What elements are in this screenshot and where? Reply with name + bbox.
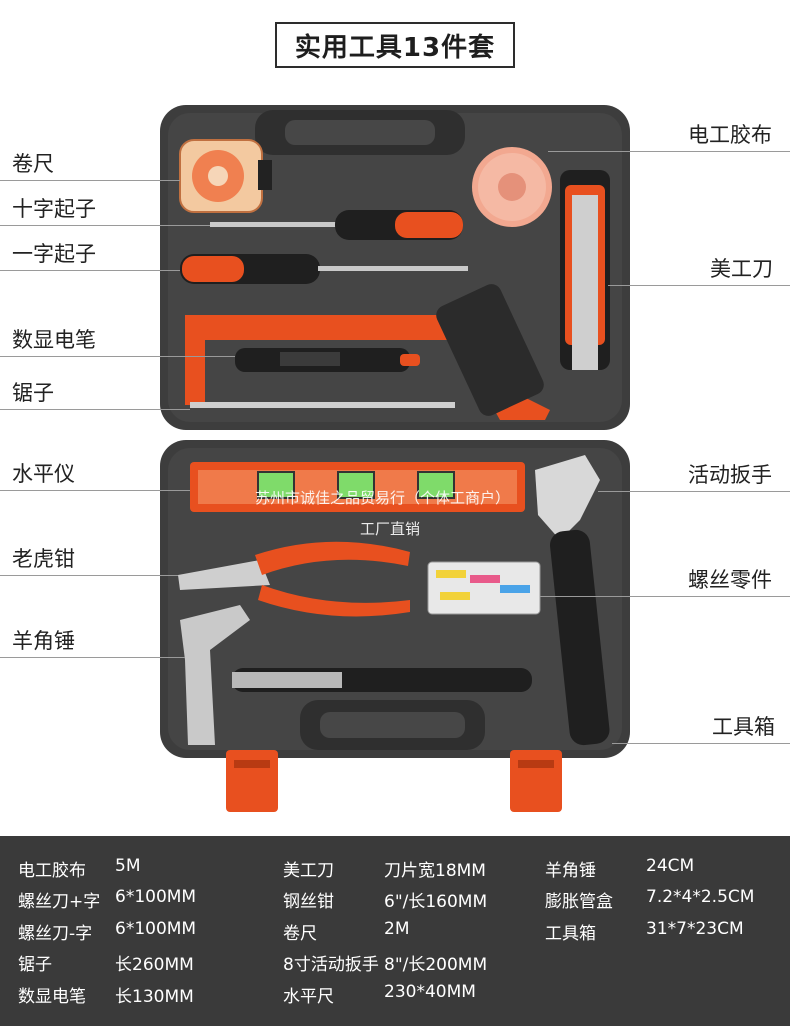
screw-parts-box bbox=[427, 561, 541, 615]
watermark-line-1: 苏州市诚佳之品贸易行（个体工商户） bbox=[255, 489, 511, 507]
label-pliers: 老虎钳 bbox=[12, 547, 75, 571]
label-toolbox: 工具箱 bbox=[712, 715, 775, 739]
leader-line bbox=[0, 270, 180, 271]
claw-hammer-tool bbox=[180, 605, 532, 745]
spec-value: 2M bbox=[384, 919, 410, 939]
spec-value: 31*7*23CM bbox=[646, 919, 744, 939]
leader-line bbox=[0, 225, 210, 226]
tape-measure-tool bbox=[179, 139, 272, 213]
spec-name: 螺丝刀+字 bbox=[18, 892, 101, 912]
spec-value: 6"/长160MM bbox=[384, 892, 488, 912]
spec-name: 8寸活动扳手 bbox=[283, 955, 379, 975]
label-hacksaw: 锯子 bbox=[12, 381, 54, 405]
page-title: 实用工具13件套 bbox=[275, 22, 515, 68]
spec-value: 230*40MM bbox=[384, 982, 476, 1002]
label-phillips-screwdriver: 十字起子 bbox=[12, 197, 96, 221]
spec-value: 长130MM bbox=[115, 987, 194, 1007]
phillips-screwdriver-tool bbox=[210, 210, 463, 240]
leader-line bbox=[612, 743, 790, 744]
spec-name: 水平尺 bbox=[283, 987, 334, 1007]
label-voltage-tester: 数显电笔 bbox=[12, 328, 96, 352]
latch-right bbox=[510, 750, 562, 812]
label-flat-screwdriver: 一字起子 bbox=[12, 242, 96, 266]
spec-value: 6*100MM bbox=[115, 887, 197, 907]
label-claw-hammer: 羊角锤 bbox=[12, 629, 75, 653]
hacksaw-tool bbox=[185, 284, 550, 420]
toolbox-illustration bbox=[160, 105, 630, 812]
spec-name: 美工刀 bbox=[283, 861, 334, 881]
spec-name: 卷尺 bbox=[283, 924, 317, 944]
spec-table: 电工胶布 5M 美工刀 刀片宽18MM 羊角锤 24CM 螺丝刀+字 6*100… bbox=[0, 836, 790, 1026]
spec-value: 8"/长200MM bbox=[384, 955, 488, 975]
spec-name: 钢丝钳 bbox=[283, 892, 334, 912]
watermark-line-2: 工厂直销 bbox=[360, 520, 421, 538]
spec-value: 刀片宽18MM bbox=[384, 861, 486, 881]
spec-name: 工具箱 bbox=[545, 924, 596, 944]
spec-value: 7.2*4*2.5CM bbox=[646, 887, 755, 907]
spec-value: 长260MM bbox=[115, 955, 194, 975]
leader-line bbox=[598, 491, 790, 492]
spec-value: 6*100MM bbox=[115, 919, 197, 939]
voltage-tester-tool bbox=[235, 348, 420, 372]
flat-screwdriver-tool bbox=[180, 254, 468, 284]
spec-name: 膨胀管盒 bbox=[545, 892, 613, 912]
spec-name: 羊角锤 bbox=[545, 861, 596, 881]
label-adjustable-wrench: 活动扳手 bbox=[688, 463, 772, 487]
leader-line bbox=[0, 490, 190, 491]
spec-value: 24CM bbox=[646, 856, 695, 876]
leader-line bbox=[0, 575, 178, 576]
label-screw-parts: 螺丝零件 bbox=[688, 568, 772, 592]
label-electrical-tape: 电工胶布 bbox=[688, 123, 772, 147]
spec-name: 锯子 bbox=[18, 955, 52, 975]
leader-line bbox=[608, 285, 790, 286]
leader-line bbox=[0, 657, 185, 658]
spec-name: 螺丝刀-字 bbox=[18, 924, 93, 944]
label-tape-measure: 卷尺 bbox=[12, 152, 54, 176]
leader-line bbox=[548, 151, 790, 152]
spec-name: 电工胶布 bbox=[18, 861, 86, 881]
label-spirit-level: 水平仪 bbox=[12, 462, 75, 486]
spec-value: 5M bbox=[115, 856, 141, 876]
adjustable-wrench-tool bbox=[535, 455, 610, 746]
utility-knife-tool bbox=[560, 170, 610, 370]
spec-name: 数显电笔 bbox=[18, 987, 86, 1007]
label-utility-knife: 美工刀 bbox=[710, 257, 773, 281]
electrical-tape-tool bbox=[472, 147, 552, 227]
leader-line bbox=[540, 596, 790, 597]
leader-line bbox=[0, 180, 180, 181]
leader-line bbox=[0, 409, 190, 410]
leader-line bbox=[0, 356, 235, 357]
pliers-tool bbox=[178, 541, 410, 617]
spirit-level-tool bbox=[190, 462, 525, 512]
latch-left bbox=[226, 750, 278, 812]
